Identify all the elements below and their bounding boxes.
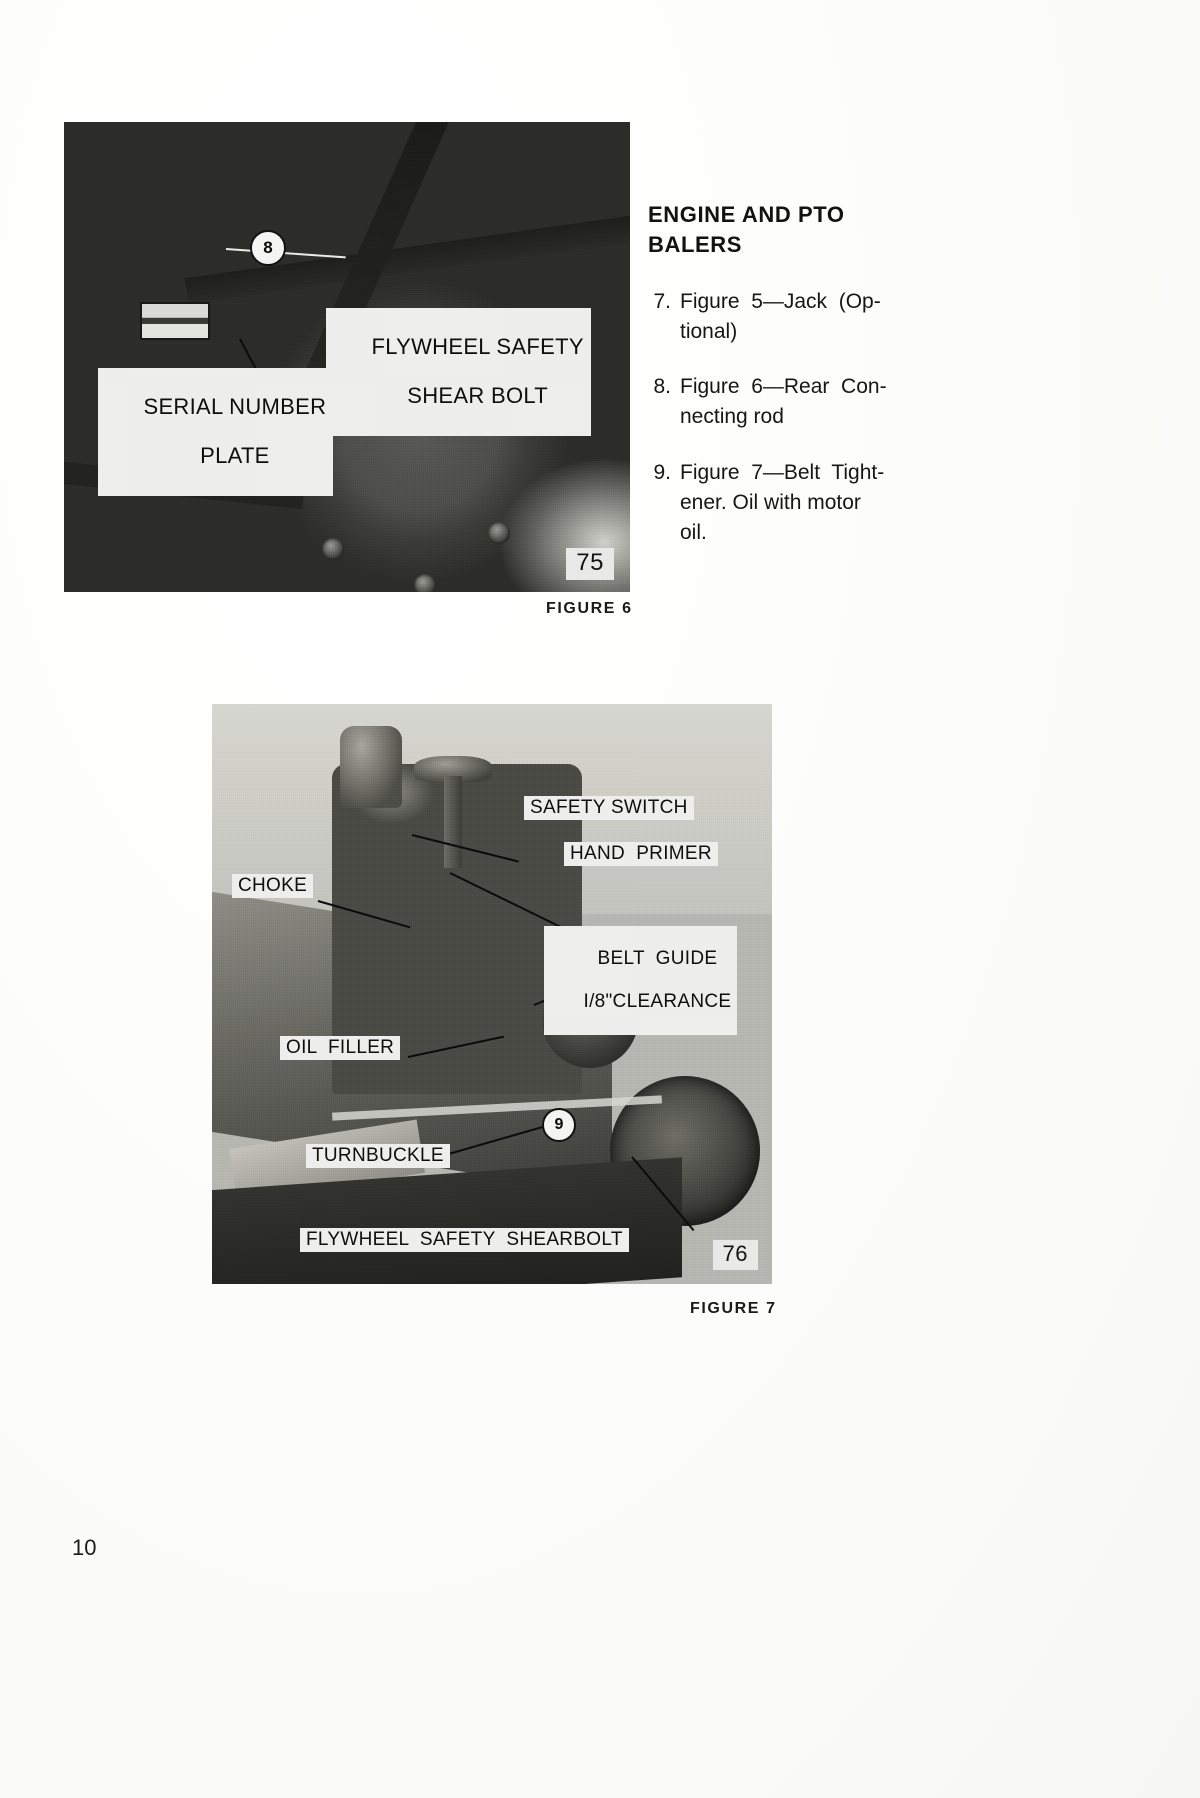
list-item: 9. Figure 7—Belt Tight- ener. Oil with m… [648,458,948,547]
callout-flywheel-safety-shearbolt: FLYWHEEL SAFETY SHEARBOLT [300,1228,629,1253]
page-number: 10 [72,1535,97,1560]
callout-turnbuckle: TURNBUCKLE [306,1144,450,1169]
list-item-body: Figure 7—Belt Tight- ener. Oil with moto… [680,458,948,547]
list-item-number: 9. [653,460,671,484]
list-item-line: Figure 6—Rear Con- [680,375,887,399]
list-item: 7. Figure 5—Jack (Op- tional) [648,287,948,347]
photo-number-75: 75 [566,548,614,580]
callout-line: I/8"CLEARANCE [583,990,732,1012]
bolt-hole [322,538,344,560]
figure-6-caption: FIGURE 6 [546,600,633,617]
section-heading-line-2: BALERS [648,232,743,258]
callout-belt-guide: BELT GUIDE I/8"CLEARANCE [544,926,738,1036]
callout-badge-8: 8 [250,230,286,266]
callout-safety-switch: SAFETY SWITCH [524,796,694,821]
list-item-number: 7. [653,289,671,313]
callout-badge-9: 9 [542,1108,576,1142]
bolt-hole [488,522,510,544]
list-item-line: tional) [680,319,738,343]
instructions-column: ENGINE AND PTO BALERS 7. Figure 5—Jack (… [648,200,948,573]
callout-choke: CHOKE [232,874,314,899]
callout-flywheel-safety-shear-bolt: FLYWHEEL SAFETY SHEAR BOLT [326,308,591,437]
figure-6-photograph: 8 FLYWHEEL SAFETY SHEAR BOLT SERIAL NUMB… [64,122,630,592]
figure-7-photograph: 9 SAFETY SWITCH HAND PRIMER CHOKE BELT G… [212,704,772,1284]
serial-number-plate-object [140,302,210,340]
callout-line: SERIAL NUMBER [143,393,327,419]
bolt-hole [414,574,436,592]
list-item-line: Figure 5—Jack (Op- [680,289,881,313]
callout-line: PLATE [200,442,270,468]
callout-line: FLYWHEEL SAFETY [371,333,584,359]
callout-line: SHEAR BOLT [407,382,549,408]
air-cleaner [340,726,402,808]
callout-hand-primer: HAND PRIMER [564,842,718,867]
section-heading: ENGINE AND PTO BALERS [648,200,948,261]
list-item-line: necting rod [680,405,784,429]
list-item-number: 8. [653,375,671,399]
photo-number-76: 76 [712,1240,758,1270]
list-item-body: Figure 5—Jack (Op- tional) [680,287,948,347]
list-item: 8. Figure 6—Rear Con- necting rod [648,372,948,432]
list-item-line: oil. [680,520,707,544]
list-item-body: Figure 6—Rear Con- necting rod [680,372,948,432]
list-item-line: ener. Oil with motor [680,490,861,514]
callout-line: BELT GUIDE [597,948,718,970]
figure-7-caption: FIGURE 7 [690,1300,777,1317]
callout-serial-number-plate: SERIAL NUMBER PLATE [98,368,334,497]
exhaust-stack [444,776,462,868]
instruction-list: 7. Figure 5—Jack (Op- tional) 8. Figure … [648,287,948,548]
list-item-line: Figure 7—Belt Tight- [680,460,885,484]
section-heading-line-1: ENGINE AND PTO [648,202,845,227]
callout-oil-filler: OIL FILLER [280,1036,401,1061]
